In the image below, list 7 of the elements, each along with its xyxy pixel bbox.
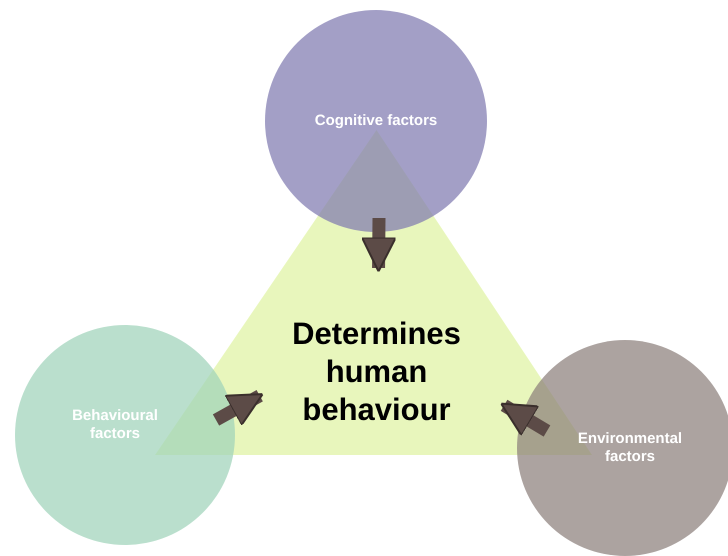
block-arrow [360,218,397,272]
factor-label: Behavioural factors [71,407,159,443]
center-label: Determines human behaviour [291,315,462,429]
factor-label: Environmental factors [576,430,684,466]
block-arrow [500,400,550,437]
factor-label: Cognitive factors [314,112,438,130]
block-arrow [212,390,264,426]
